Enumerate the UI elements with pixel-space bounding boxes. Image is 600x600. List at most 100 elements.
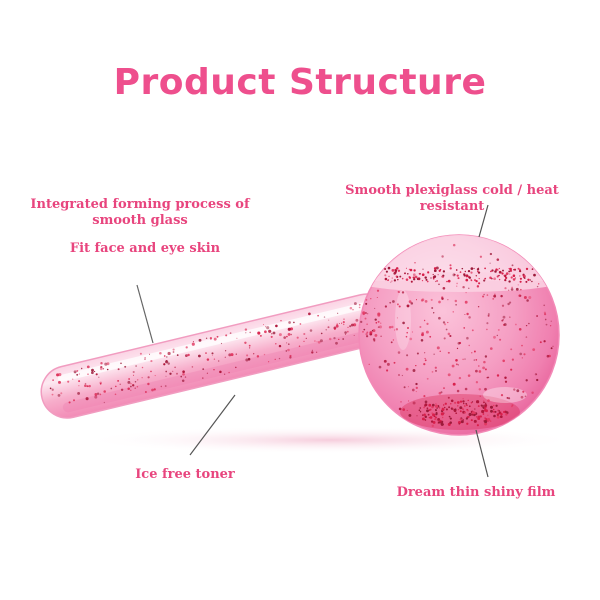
glitter-dot	[386, 369, 389, 372]
glitter-dot	[525, 267, 529, 271]
glitter-dot	[235, 353, 237, 355]
glitter-dot	[435, 403, 437, 405]
glitter-dot	[95, 373, 98, 376]
glitter-dot	[411, 388, 415, 392]
glitter-dot	[502, 359, 505, 363]
glitter-dot	[497, 328, 500, 331]
glitter-dot	[448, 406, 451, 409]
glitter-dot	[526, 299, 529, 302]
glitter-dot	[106, 362, 110, 366]
glitter-dot	[408, 400, 410, 402]
glitter-dot	[473, 350, 476, 353]
glitter-dot	[144, 357, 146, 359]
glitter-dot	[505, 272, 509, 275]
glitter-dot	[93, 370, 96, 373]
glitter-dot	[487, 399, 490, 402]
glitter-dot	[408, 300, 412, 303]
glitter-dot	[523, 277, 526, 279]
glitter-dot	[389, 301, 392, 304]
glitter-dot	[487, 314, 490, 317]
glitter-dot	[510, 348, 513, 351]
glitter-dot	[442, 276, 444, 278]
glitter-dot	[172, 370, 174, 372]
glitter-dot	[309, 329, 313, 332]
glitter-dot	[478, 388, 482, 391]
glitter-dot	[539, 341, 542, 344]
glitter-dot	[288, 321, 291, 324]
glitter-dot	[406, 331, 408, 334]
glitter-dot	[440, 412, 444, 416]
glitter-dot	[455, 412, 458, 415]
glitter-dot	[424, 276, 427, 279]
glitter-dot	[287, 332, 291, 336]
glitter-dot	[84, 382, 87, 385]
glitter-dot	[287, 327, 291, 331]
glitter-dot	[308, 312, 311, 316]
glitter-dot	[266, 326, 270, 330]
glitter-dot	[365, 332, 368, 336]
glitter-dot	[228, 371, 230, 374]
glitter-dot	[58, 380, 61, 384]
glitter-dot	[546, 354, 550, 358]
pointer-line-plexiglass	[478, 204, 489, 238]
glitter-dot	[366, 331, 369, 334]
glitter-dot	[508, 397, 511, 400]
glitter-dot	[550, 320, 552, 322]
glitter-dot	[507, 302, 510, 306]
glitter-dot	[167, 362, 170, 365]
glitter-dot	[468, 416, 470, 418]
glitter-dot	[391, 325, 394, 329]
glitter-dot	[374, 318, 377, 321]
glitter-dot	[412, 273, 416, 277]
glitter-dot	[218, 360, 220, 362]
glitter-dot	[435, 416, 437, 419]
glitter-dot	[462, 400, 465, 403]
glitter-dot	[543, 311, 546, 314]
glitter-dot	[510, 276, 513, 279]
pointer-line-film	[475, 429, 489, 478]
glitter-dot	[441, 297, 444, 300]
glitter-dot	[165, 370, 168, 373]
glitter-dot	[484, 422, 488, 426]
glitter-dot	[447, 396, 450, 399]
glitter-dot	[483, 401, 485, 404]
glitter-dot	[323, 316, 326, 318]
glitter-dot	[99, 393, 102, 396]
glitter-dot	[405, 367, 409, 371]
glitter-dot	[405, 267, 407, 269]
glitter-dot	[439, 421, 442, 424]
glitter-dot	[409, 268, 413, 272]
glitter-dot	[135, 365, 137, 367]
glitter-dot	[378, 325, 383, 329]
glitter-dot	[436, 280, 438, 282]
glitter-dot	[451, 407, 453, 409]
glitter-dot	[257, 331, 261, 335]
glitter-dot	[473, 267, 475, 270]
glitter-dot	[180, 375, 182, 378]
glitter-dot	[509, 267, 512, 271]
glitter-dot	[455, 269, 458, 271]
glitter-dot	[423, 395, 426, 398]
glitter-dot	[311, 349, 313, 351]
glitter-dot	[384, 277, 388, 281]
glitter-dot	[462, 419, 465, 421]
glitter-dot	[397, 269, 401, 272]
glitter-dot	[499, 415, 503, 419]
glitter-dot	[465, 291, 467, 294]
glitter-dot	[106, 368, 109, 371]
glitter-dot	[415, 386, 418, 390]
glitter-dot	[401, 291, 405, 294]
glitter-dot	[317, 314, 319, 317]
glitter-dot	[342, 321, 345, 324]
glitter-dot	[510, 368, 513, 371]
glitter-dot	[523, 274, 526, 278]
glitter-dot	[509, 273, 511, 275]
glitter-dot	[489, 405, 494, 409]
glitter-dot	[549, 325, 552, 327]
glitter-dot	[462, 402, 465, 405]
glitter-dot	[536, 373, 538, 375]
glitter-dot	[130, 385, 132, 388]
glitter-dot	[479, 395, 481, 397]
glitter-dot	[475, 279, 478, 283]
glitter-dot	[384, 267, 387, 271]
